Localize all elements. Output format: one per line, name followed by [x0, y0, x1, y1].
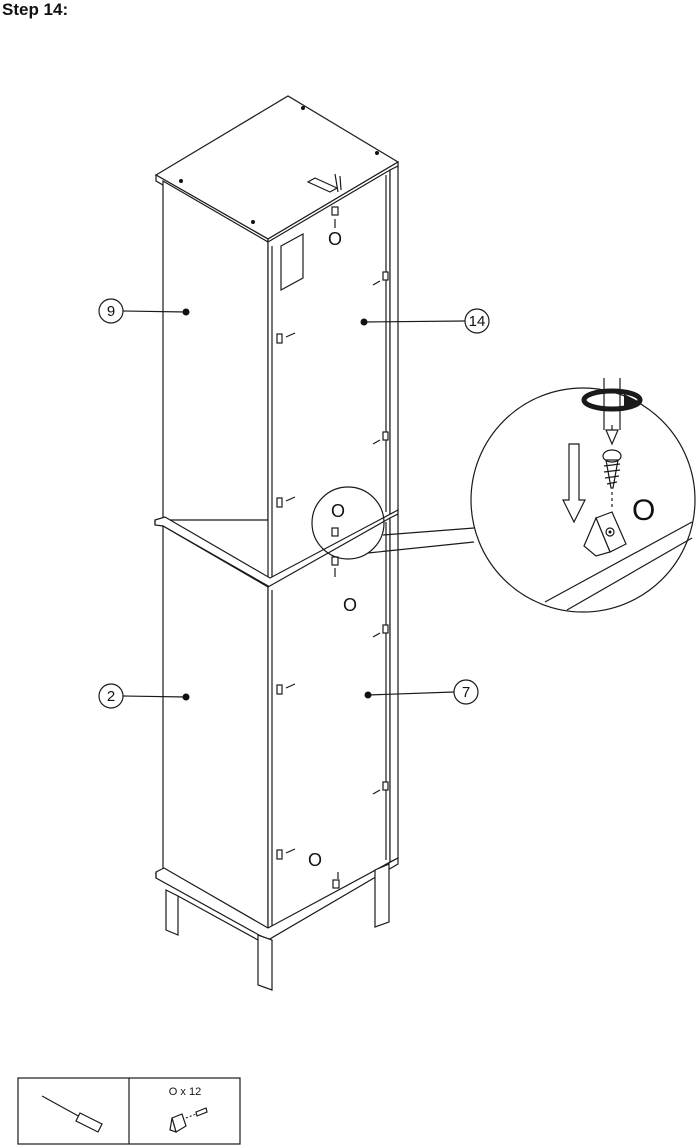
svg-text:2: 2	[107, 688, 115, 705]
hardware-quantity: O x 12	[169, 1086, 201, 1098]
fastener-letter-mid: O	[331, 501, 345, 521]
detail-fastener-letter: O	[632, 494, 655, 527]
svg-text:7: 7	[462, 684, 470, 701]
fastener-letter-bottom: O	[308, 850, 322, 870]
svg-text:9: 9	[107, 303, 115, 320]
svg-text:14: 14	[469, 313, 486, 330]
hardware-box: O x 12	[18, 1078, 240, 1144]
fastener-letter-lower: O	[343, 595, 357, 615]
fastener-letter-top: O	[328, 229, 342, 249]
